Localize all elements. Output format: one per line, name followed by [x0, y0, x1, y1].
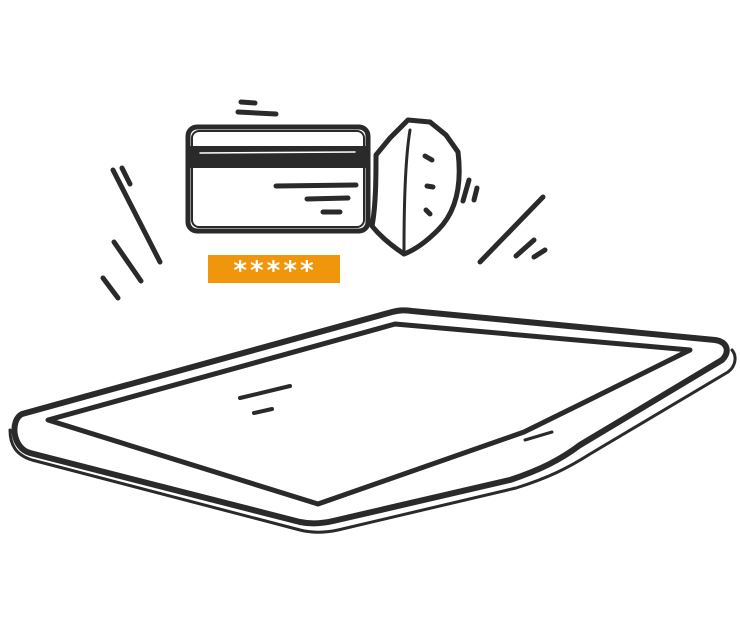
screen-glare	[238, 384, 292, 400]
shield-side-stroke	[471, 185, 480, 203]
motion-strokes-left	[100, 165, 163, 301]
pin-badge-text: *****	[232, 256, 315, 286]
shield-inner-edge	[402, 128, 412, 252]
motion-stroke	[531, 247, 548, 260]
motion-stroke	[477, 194, 546, 265]
card-magnetic-stripe	[190, 146, 366, 168]
card-text-lines	[273, 182, 359, 215]
motion-stroke	[235, 109, 279, 117]
tablet-outer-frame	[11, 307, 730, 527]
motion-stroke	[238, 99, 258, 106]
stripe-highlight	[199, 151, 356, 154]
shield-mark	[422, 153, 435, 163]
motion-stroke	[119, 165, 133, 187]
pin-badge-bg	[208, 255, 340, 283]
motion-strokes-top	[235, 99, 279, 117]
credit-card-icon	[185, 124, 371, 234]
tablet-edge-highlight	[523, 430, 554, 442]
motion-stroke	[100, 275, 121, 301]
card-body-inner	[191, 130, 365, 228]
shield-mark	[423, 207, 433, 217]
card-text-line	[273, 182, 359, 189]
pin-badge: *****	[208, 255, 340, 286]
shield-side-stroke	[460, 177, 472, 204]
shield-outline	[369, 117, 462, 257]
motion-strokes-right	[477, 194, 548, 265]
motion-stroke	[111, 239, 144, 284]
shield-mark	[424, 183, 436, 190]
shield-icon	[369, 117, 480, 257]
tablet-screen	[45, 321, 693, 507]
motion-stroke	[110, 167, 163, 265]
screen-glare	[252, 407, 274, 415]
card-text-line	[304, 195, 351, 202]
card-body	[185, 124, 371, 234]
tablet-icon	[8, 307, 737, 534]
tablet-outer-shell	[8, 348, 737, 534]
motion-stroke	[513, 237, 537, 259]
